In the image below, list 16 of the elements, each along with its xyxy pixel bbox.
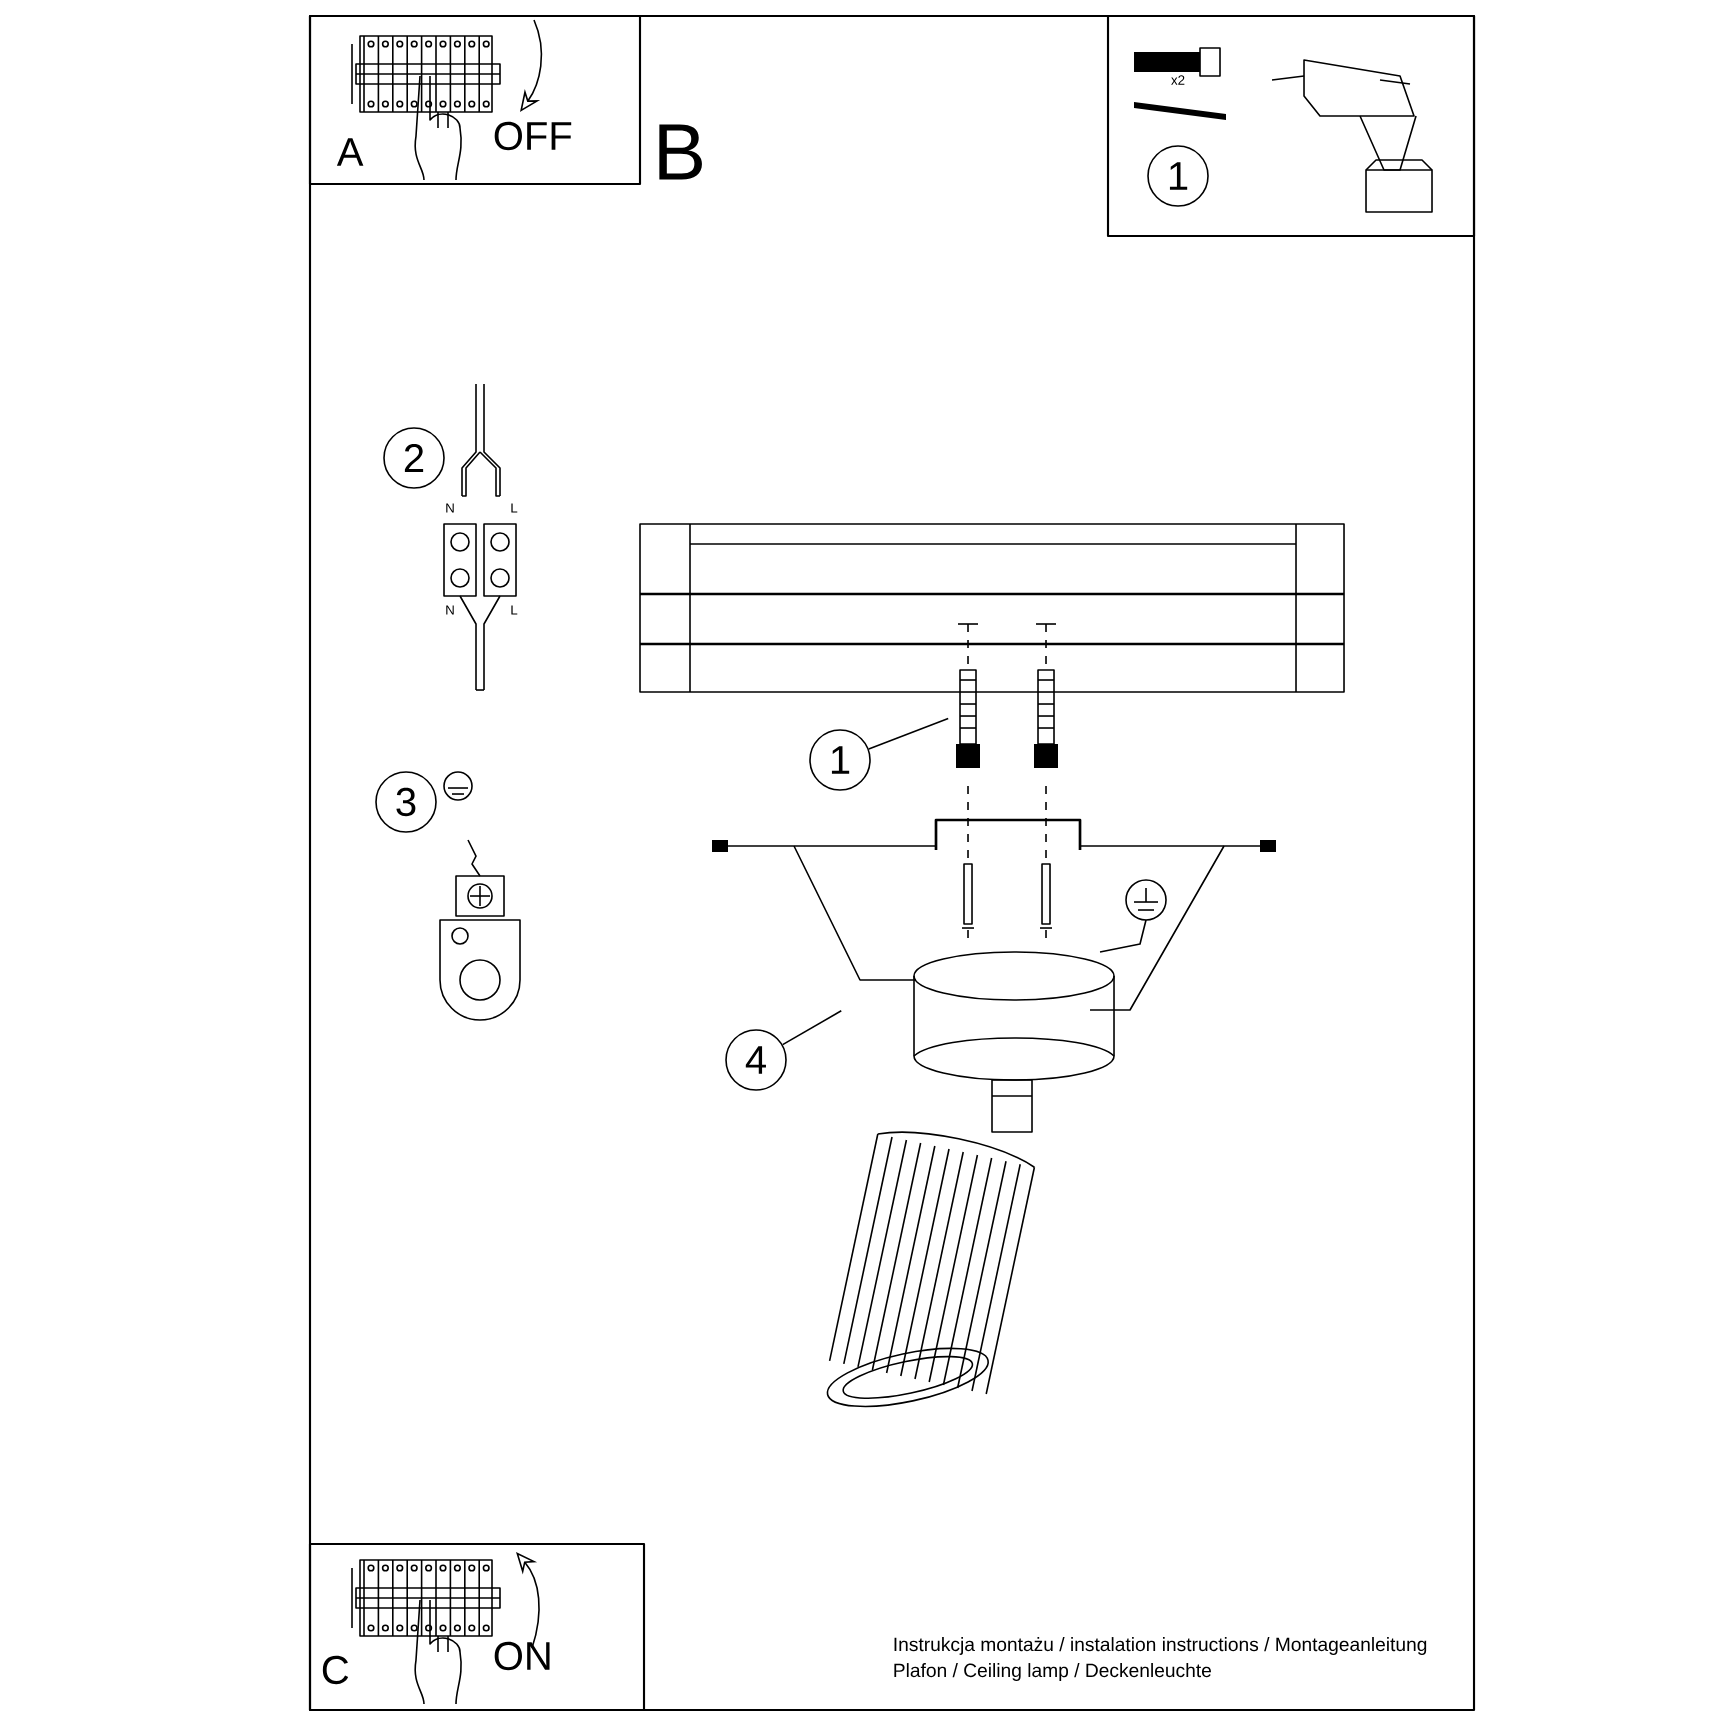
footer-text: Plafon / Ceiling lamp / Deckenleuchte [894,1663,1211,1681]
callout-number: 1 [1147,145,1209,207]
callout-number: 1 [809,729,871,791]
mounting-plate-drawing [712,785,1276,1011]
wall-plug-drawing [956,623,1058,768]
step-letter: A [336,138,364,166]
callout-number: 3 [375,771,437,833]
switch-label: ON [494,1641,550,1671]
callout-number: 4 [725,1029,787,1091]
leader-line [781,1010,843,1046]
callout-number: 2 [383,427,445,489]
switch-label: OFF [494,121,572,151]
step-letter: C [322,1655,349,1685]
leader-line [867,717,949,750]
step-letter: B [659,124,702,180]
footer-text: Instrukcja montażu / instalation instructions / Montageanleitung [894,1637,1427,1655]
